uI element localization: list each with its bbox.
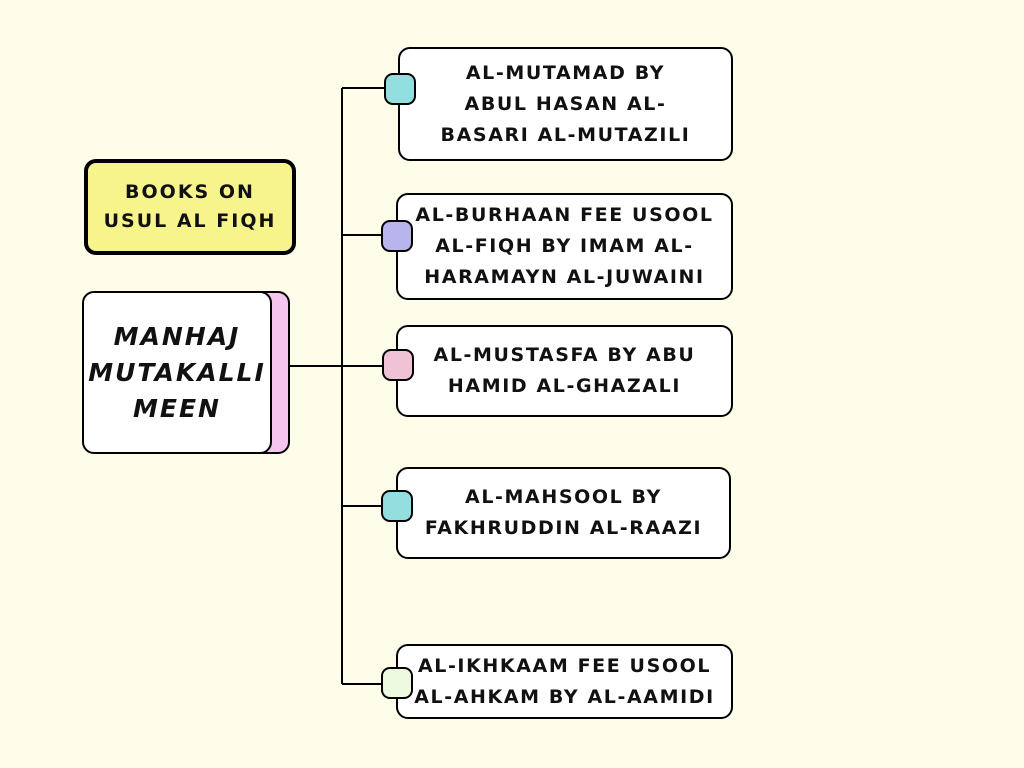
main-topic-box: MANHAJ MUTAKALLI MEEN [82,291,272,454]
branch-text-2: AL-BURHAAN FEE USOOL AL-FIQH BY IMAM AL-… [415,204,714,288]
title-text: BOOKS ON USUL AL FIQH [103,181,277,232]
branch-text-5: AL-IKHKAAM FEE USOOL AL-AHKAM BY AL-AAMI… [414,654,715,708]
branch-node-3 [382,349,414,381]
branch-box-2: AL-BURHAAN FEE USOOL AL-FIQH BY IMAM AL-… [396,193,733,300]
main-topic-text: MANHAJ MUTAKALLI MEEN [88,321,266,423]
branch-node-1 [384,73,416,105]
branch-box-1: AL-MUTAMAD BY ABUL HASAN AL- BASARI AL-M… [398,47,733,161]
title-box: BOOKS ON USUL AL FIQH [84,159,296,255]
branch-box-5: AL-IKHKAAM FEE USOOL AL-AHKAM BY AL-AAMI… [396,644,733,719]
branch-box-3: AL-MUSTASFA BY ABU HAMID AL-GHAZALI [396,325,733,417]
branch-text-4: AL-MAHSOOL BY FAKHRUDDIN AL-RAAZI [424,486,703,539]
branch-node-4 [381,490,413,522]
branch-box-4: AL-MAHSOOL BY FAKHRUDDIN AL-RAAZI [396,467,731,559]
branch-node-2 [381,220,413,252]
branch-text-1: AL-MUTAMAD BY ABUL HASAN AL- BASARI AL-M… [440,61,691,146]
branch-node-5 [381,667,413,699]
branch-text-3: AL-MUSTASFA BY ABU HAMID AL-GHAZALI [433,344,696,397]
